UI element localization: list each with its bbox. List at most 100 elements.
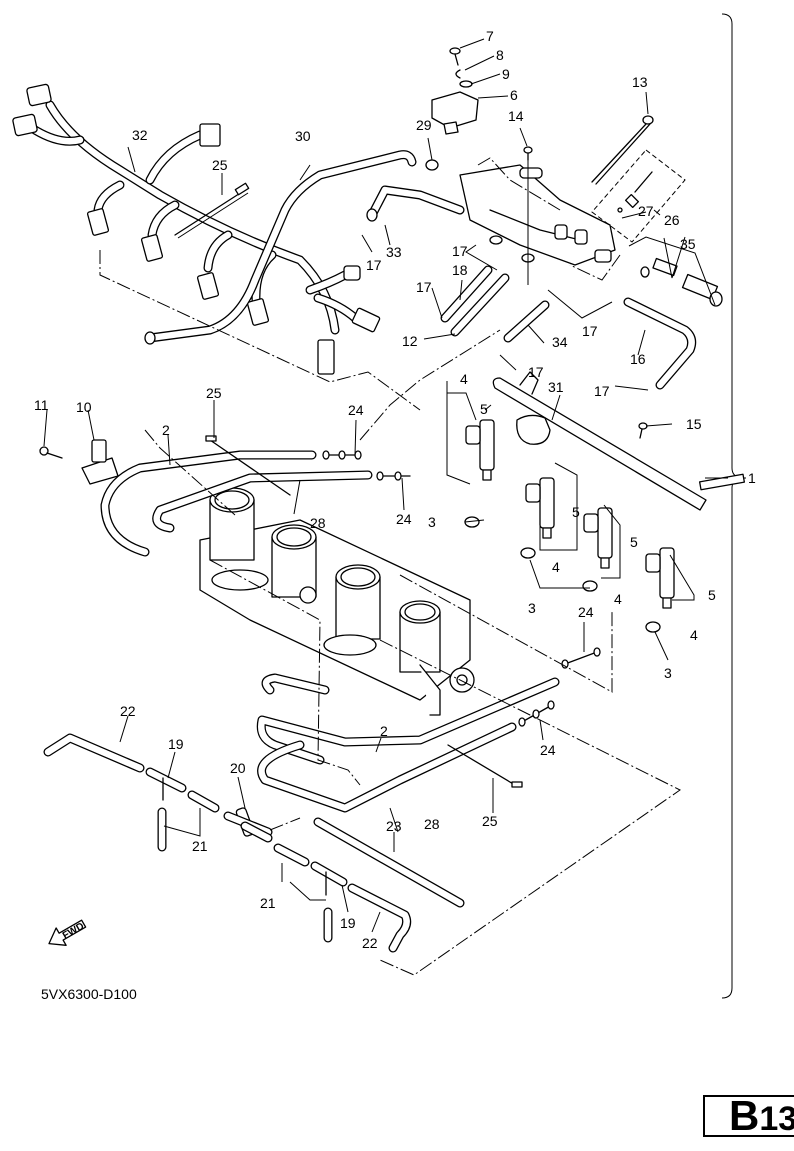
pressure-sensor	[431, 91, 479, 135]
callout-24a: 24	[348, 402, 364, 418]
assembly-bracket	[721, 13, 741, 999]
harness-connector	[317, 339, 335, 375]
callout-35: 35	[680, 236, 696, 252]
hose-33	[366, 185, 465, 222]
callout-21-right: 21	[260, 895, 276, 911]
callout-17c: 17	[416, 279, 432, 295]
callout-17f: 17	[594, 383, 610, 399]
callout-5c: 5	[630, 534, 638, 550]
callout-22-left: 22	[120, 703, 136, 719]
drawing-code: 5VX6300-D100	[41, 986, 137, 1002]
hose-2-upper	[100, 450, 317, 557]
callout-28-upper: 28	[310, 515, 326, 531]
callout-labels: 7 8 9 6 13 14 29 32 30 25 27 26 35 33 17…	[34, 28, 756, 951]
forward-direction-arrow: FWD	[48, 919, 87, 946]
callout-15: 15	[686, 416, 702, 432]
hose-23	[313, 817, 465, 908]
callout-4c: 4	[614, 591, 622, 607]
hose-21-left	[157, 790, 220, 852]
callout-25-lower: 25	[482, 813, 498, 829]
lock-washer-8	[455, 69, 461, 79]
callout-19-right: 19	[340, 915, 356, 931]
hose-28-upper	[152, 470, 373, 533]
page-section-number: 13	[759, 1100, 794, 1137]
hose-22-right	[347, 883, 412, 953]
callout-26: 26	[664, 212, 680, 228]
bolt-24	[376, 471, 411, 481]
callout-17b: 17	[452, 243, 468, 259]
callout-9: 9	[502, 66, 510, 82]
joint-20	[223, 807, 273, 843]
callout-5b: 5	[572, 504, 580, 520]
t-joint-19-left	[145, 767, 187, 801]
hose-34	[503, 300, 550, 343]
harness-connector	[86, 208, 110, 236]
callout-3a: 3	[428, 514, 436, 530]
t-joint-19-right	[310, 861, 348, 896]
clip-29	[425, 159, 439, 171]
fuel-injectors	[465, 419, 675, 609]
hose-30	[144, 150, 417, 345]
bolt-24	[561, 647, 601, 669]
washer-9	[459, 80, 473, 88]
harness-connector	[199, 123, 221, 147]
callout-leaders	[43, 38, 728, 933]
callout-5d: 5	[708, 587, 716, 603]
callout-31: 31	[548, 379, 564, 395]
callout-2-upper: 2	[162, 422, 170, 438]
screw-14	[523, 146, 533, 285]
hose-21-right	[273, 843, 333, 943]
callout-16: 16	[630, 351, 646, 367]
callout-6: 6	[510, 87, 518, 103]
harness-connector	[351, 307, 381, 333]
hose-2-lower	[256, 673, 560, 765]
hose-12	[450, 273, 510, 337]
callout-4a: 4	[460, 371, 468, 387]
callout-7: 7	[486, 28, 494, 44]
callout-17e: 17	[528, 364, 544, 380]
assembly-centerlines	[99, 157, 681, 976]
callout-18: 18	[452, 262, 468, 278]
harness-connector	[246, 298, 270, 326]
callout-32: 32	[132, 127, 148, 143]
callout-11: 11	[34, 397, 49, 413]
callout-27: 27	[638, 203, 654, 219]
callout-24c: 24	[578, 604, 594, 620]
callout-21-left: 21	[192, 838, 208, 854]
page-section-letter: B	[729, 1095, 760, 1137]
callout-14: 14	[508, 108, 524, 124]
harness-connector	[12, 113, 38, 137]
harness-connector	[343, 265, 361, 281]
callout-29: 29	[416, 117, 432, 133]
long-bolt-13	[591, 115, 654, 185]
harness-connector	[140, 234, 164, 262]
fuel-pressure-regulator-assembly	[459, 164, 616, 266]
callout-2-lower: 2	[380, 723, 388, 739]
callout-13: 13	[632, 74, 648, 90]
callout-10: 10	[76, 399, 92, 415]
throttle-position-sensor	[81, 439, 119, 485]
hose-28-lower	[257, 722, 517, 813]
callout-34: 34	[552, 334, 568, 350]
callout-3c: 3	[664, 665, 672, 681]
callout-33: 33	[386, 244, 402, 260]
callout-12: 12	[402, 333, 418, 349]
fwd-label: FWD	[61, 921, 86, 942]
callout-19-left: 19	[168, 736, 184, 752]
callout-4b: 4	[552, 559, 560, 575]
hose-18	[440, 265, 493, 323]
throttle-body-assembly	[199, 487, 475, 716]
callout-30: 30	[295, 128, 311, 144]
callout-3b: 3	[528, 600, 536, 616]
callout-4d: 4	[690, 627, 698, 643]
bolt-24	[518, 700, 555, 727]
callout-25-mid: 25	[206, 385, 222, 401]
callout-5a: 5	[480, 401, 488, 417]
fitting-35	[640, 257, 723, 307]
fuel-rail-31	[492, 371, 746, 511]
callout-24d: 24	[540, 742, 556, 758]
cable-tie	[205, 435, 291, 496]
callout-8: 8	[496, 47, 504, 63]
callout-17a: 17	[366, 257, 382, 273]
